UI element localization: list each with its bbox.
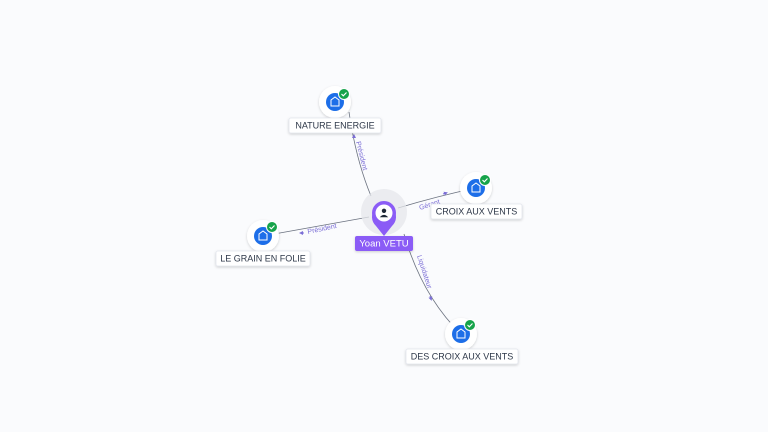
verified-badge-icon: [266, 221, 278, 233]
company-node-des-croix-aux-vents[interactable]: DES CROIX AUX VENTS: [405, 318, 519, 365]
arrow-icon: [428, 295, 433, 301]
verified-badge-icon: [464, 319, 476, 331]
company-name: LE GRAIN EN FOLIE: [220, 254, 306, 264]
company-node-croix-aux-vents[interactable]: CROIX AUX VENTS: [430, 172, 523, 220]
company-name: NATURE ENERGIE: [295, 121, 374, 131]
company-node-le-grain-en-folie[interactable]: LE GRAIN EN FOLIE: [215, 220, 311, 267]
edge-label-president-2: Président: [307, 223, 337, 236]
person-node[interactable]: Yoan VETU: [355, 189, 413, 251]
verified-badge-icon: [338, 88, 350, 100]
person-name-badge: [355, 236, 413, 251]
company-name: CROIX AUX VENTS: [436, 207, 518, 217]
verified-badge-icon: [479, 174, 491, 186]
person-name: Yoan VETU: [359, 239, 408, 250]
edge-label-liquidateur: Liquidateur: [415, 254, 433, 290]
company-name: DES CROIX AUX VENTS: [411, 352, 514, 362]
arrow-icon: [442, 191, 448, 196]
company-node-nature-energie[interactable]: NATURE ENERGIE: [288, 86, 382, 134]
person-icon: [379, 208, 389, 218]
edge-label-president: Président: [354, 141, 368, 171]
